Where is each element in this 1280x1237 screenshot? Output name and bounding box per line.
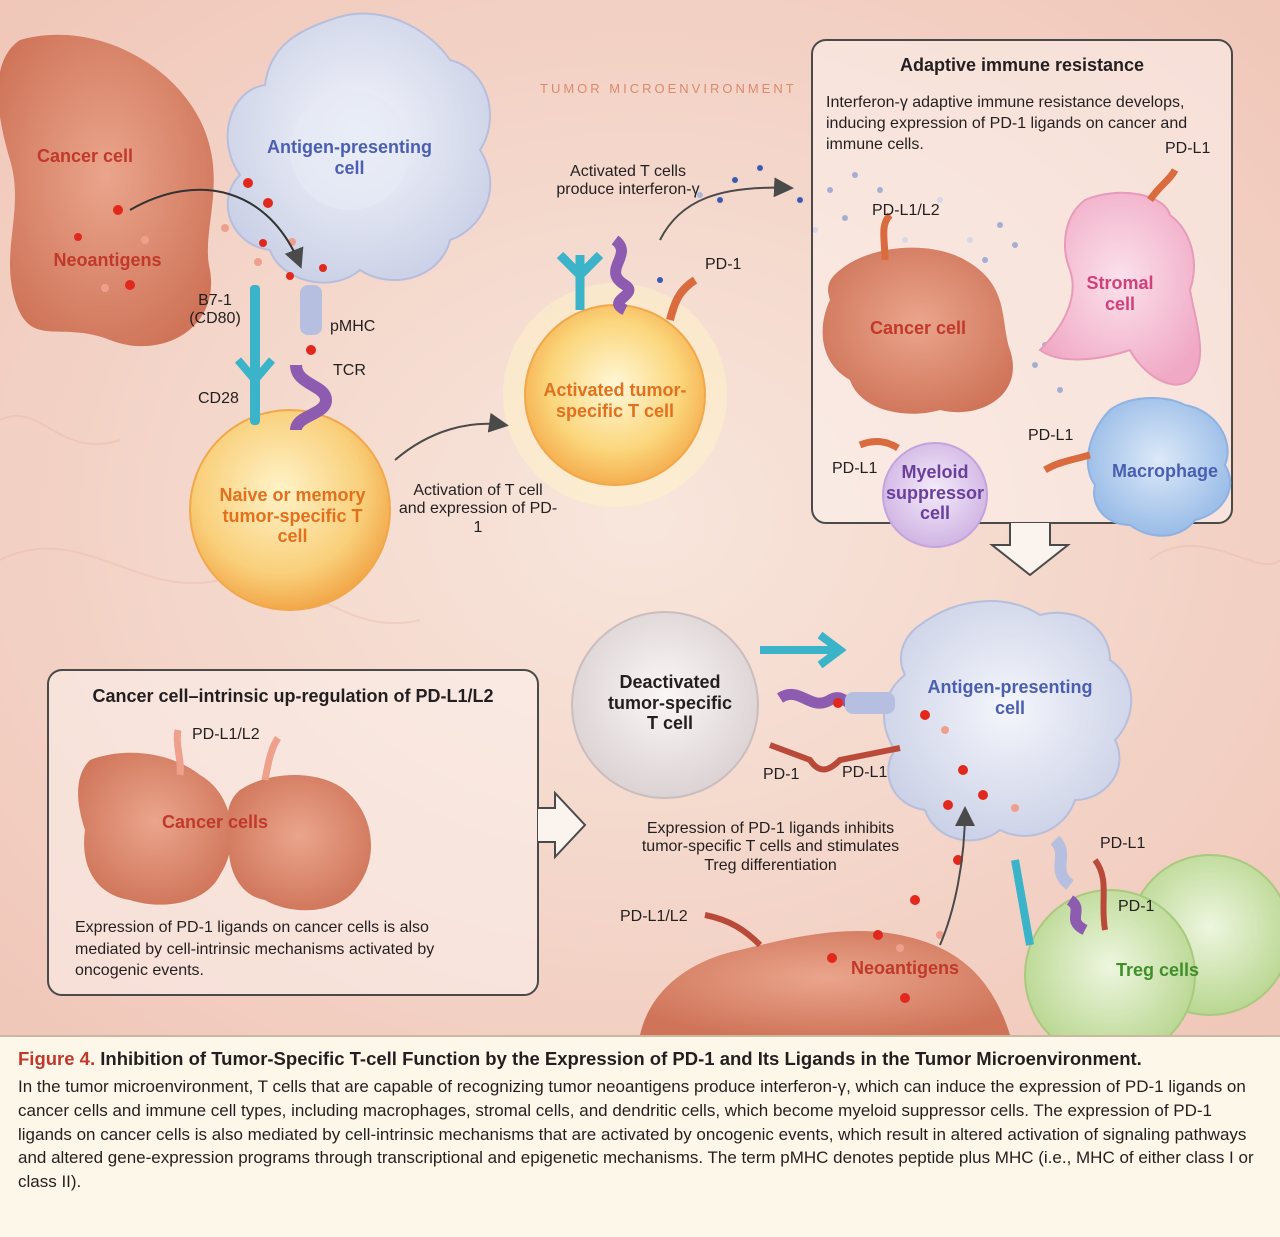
adaptive-box-description: Interferon-γ adaptive immune resistance … [826, 94, 1188, 153]
illustration: TUMOR MICROENVIRONMENT Cancer cell Neoan… [0, 0, 1280, 1035]
pd-l1-l2-box-label: PD-L1/L2 [872, 202, 940, 219]
myeloid-cell [882, 442, 988, 548]
pd-l1-l2-bottom-label: PD-L1/L2 [620, 908, 688, 925]
pd-l1-treg-label: PD-L1 [1100, 835, 1146, 852]
apc-bottom [883, 600, 1133, 842]
caption-title-text: Inhibition of Tumor-Specific T-cell Func… [100, 1048, 1142, 1069]
pd-l1-l2-intrinsic-label: PD-L1/L2 [192, 726, 260, 743]
pmhc-label: pMHC [330, 318, 376, 335]
activation-label: Activation of T cell and expression of P… [398, 482, 558, 536]
cancer-cell-top [0, 34, 214, 347]
cancer-cells-label: Cancer cells [161, 812, 269, 832]
pd1-treg-label: PD-1 [1118, 898, 1155, 915]
interferon-arrow [659, 177, 794, 241]
pmhc-receptor [300, 285, 322, 335]
figure-number: Figure 4. [18, 1048, 96, 1069]
cancer-cell-bottom [640, 930, 1010, 1035]
antigen-uptake-arrow-bottom [939, 806, 975, 946]
tumor-microenvironment-label: TUMOR MICROENVIRONMENT [540, 81, 797, 96]
intrinsic-box-description: Expression of PD-1 ligands on cancer cel… [75, 919, 435, 980]
figure-caption: Figure 4. Inhibition of Tumor-Specific T… [0, 1035, 1280, 1237]
cd28-label: CD28 [198, 390, 239, 407]
treg-cells-label: Treg cells [1115, 960, 1200, 980]
naive-t-cell [189, 409, 391, 611]
b7-1-label: B7-1 (CD80) [189, 292, 241, 328]
antigen-uptake-arrow [129, 188, 304, 269]
cancer-cell-right [227, 775, 372, 911]
neoantigen-dots-bottom [827, 710, 988, 1003]
neoantigens-top-label: Neoantigens [53, 250, 162, 270]
activated-t-cell-label: Activated tumor-specific T cell [543, 380, 687, 421]
deactivated-t-cell [571, 611, 759, 799]
myeloid-cell-label: Myeloid suppressor cell [885, 462, 985, 524]
caption-body: In the tumor microenvironment, T cells t… [18, 1077, 1254, 1192]
pd1-top-label: PD-1 [705, 256, 742, 273]
pd-l1-myeloid-label: PD-L1 [832, 460, 878, 477]
tcr-receptor [290, 364, 333, 432]
pd-l1-macrophage-label: PD-L1 [1028, 427, 1074, 444]
cancer-cell-left [78, 752, 232, 905]
tcr-label: TCR [333, 362, 366, 379]
neoantigen-dots-top [74, 178, 327, 290]
adaptive-box-title: Adaptive immune resistance [899, 55, 1145, 75]
right-arrow [538, 790, 587, 860]
caption-title: Figure 4. Inhibition of Tumor-Specific T… [18, 1047, 1262, 1071]
expression-label: Expression of PD-1 ligands inhibits tumo… [641, 820, 900, 874]
pd-l1-stromal-label: PD-L1 [1165, 140, 1211, 157]
naive-t-cell-label: Naive or memory tumor-specific T cell [219, 485, 366, 547]
macrophage-label: Macrophage [1111, 461, 1219, 481]
activation-arrow [394, 412, 509, 461]
pd1-bottom-label: PD-1 [763, 766, 800, 783]
cancer-cell-box-label: Cancer cell [869, 318, 967, 338]
down-arrow [989, 523, 1071, 577]
deactivated-t-cell-label: Deactivated tumor-specific T cell [607, 672, 733, 734]
neoantigens-bottom-label: Neoantigens [850, 958, 960, 978]
macrophage-cell [1086, 397, 1232, 537]
pd-l1-bottom-label: PD-L1 [842, 764, 888, 781]
cancer-cell-box [822, 247, 1013, 414]
intrinsic-box-title: Cancer cell–intrinsic up-regulation of P… [92, 686, 494, 706]
activated-produce-label: Activated T cells produce interferon-γ [556, 163, 700, 199]
stromal-cell-label: Stromal cell [1086, 273, 1154, 314]
stromal-cell [1038, 191, 1202, 386]
cancer-cell-top-label: Cancer cell [36, 146, 134, 166]
treg-cell-front [1024, 889, 1196, 1035]
apc-top-label: Antigen-presenting cell [267, 137, 432, 178]
illustration-graphics [0, 0, 1280, 1035]
apc-bottom-label: Antigen-presenting cell [927, 677, 1093, 718]
cd28-receptor [250, 285, 260, 425]
